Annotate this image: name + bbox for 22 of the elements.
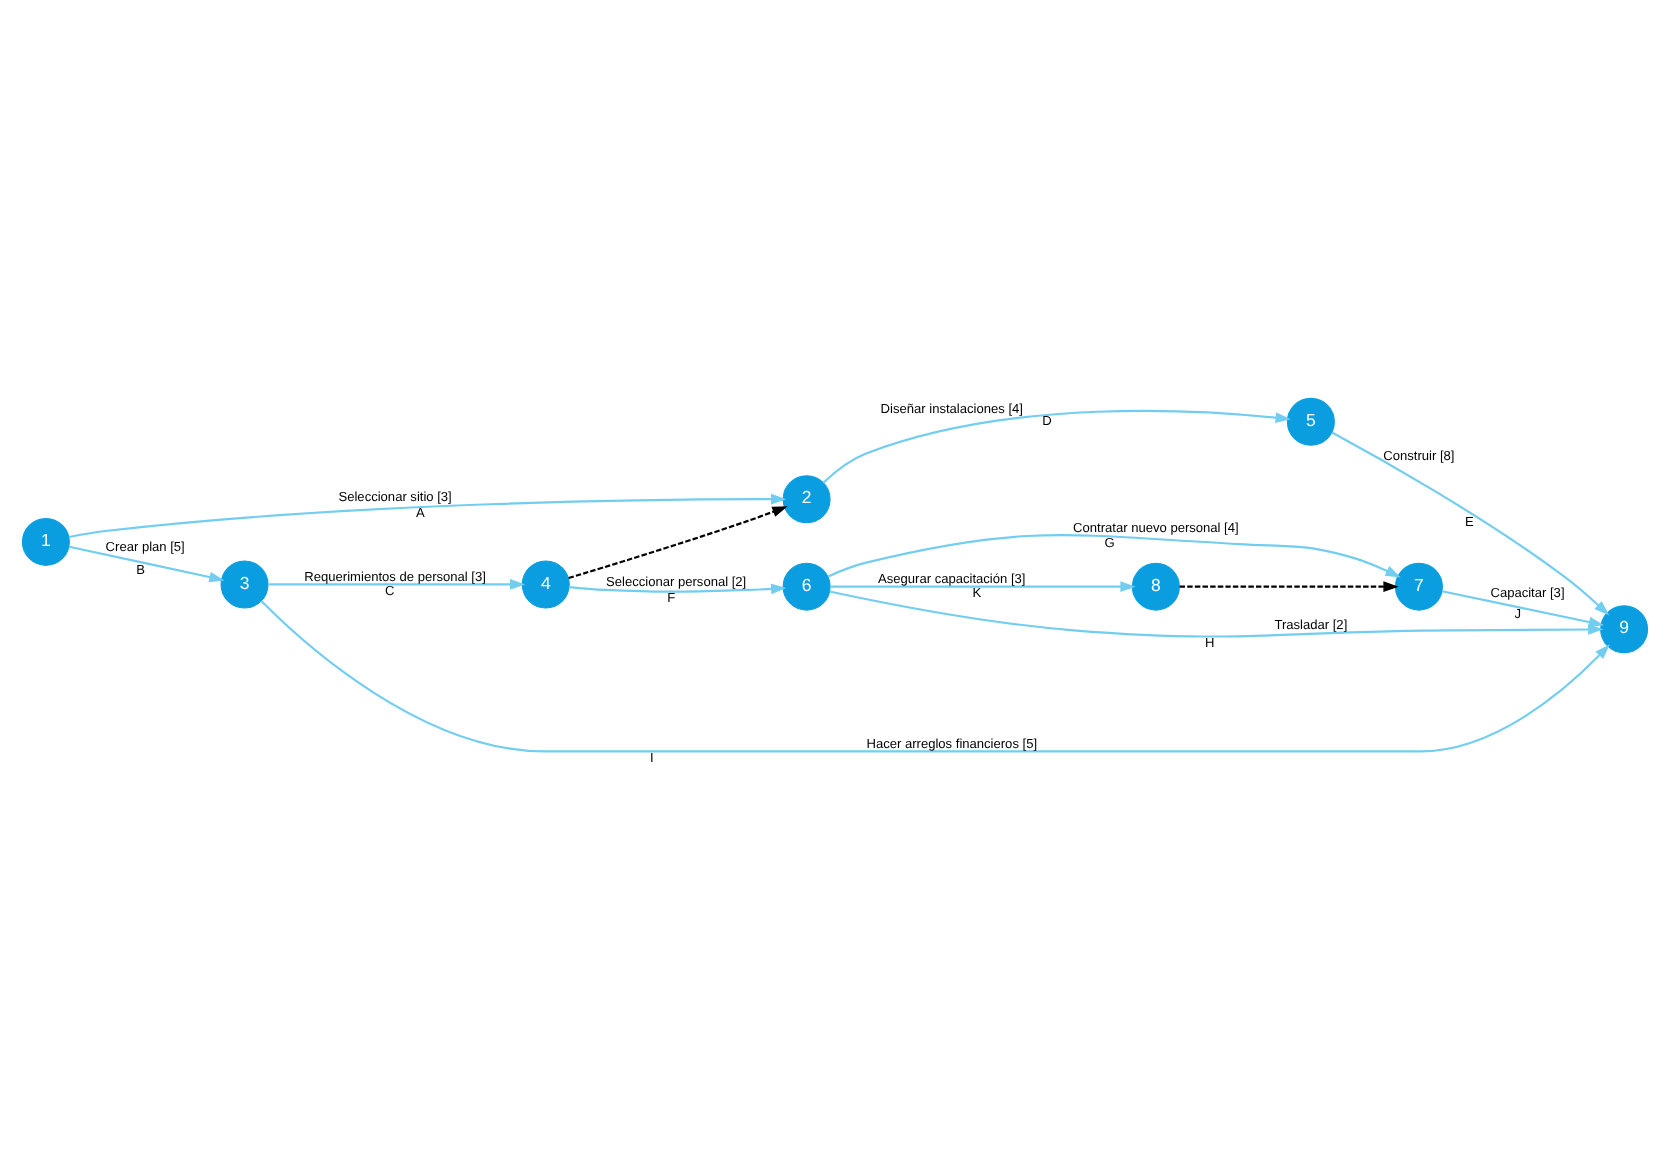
arrow (567, 505, 787, 579)
arrow (829, 580, 1135, 591)
node-circle: 4 (520, 559, 569, 608)
arrow (67, 544, 224, 582)
node-circle: 5 (1285, 396, 1334, 445)
node-circle: 6 (781, 561, 830, 610)
node-circle: 7 (1393, 561, 1442, 610)
node-circle: 9 (1599, 604, 1648, 653)
node-circle: 1 (20, 516, 69, 565)
arrow (67, 492, 786, 538)
arrow (259, 599, 1609, 752)
node-circle: 8 (1130, 561, 1179, 610)
arrow (267, 578, 525, 589)
arrow (821, 408, 1290, 483)
arrow (1440, 589, 1604, 627)
arrow (826, 533, 1400, 577)
node-circle: 2 (781, 474, 830, 523)
arrow (1178, 580, 1398, 591)
arrow (1330, 430, 1609, 615)
arrow (828, 589, 1603, 637)
arrow (568, 582, 786, 594)
node-circle: 3 (219, 559, 268, 608)
